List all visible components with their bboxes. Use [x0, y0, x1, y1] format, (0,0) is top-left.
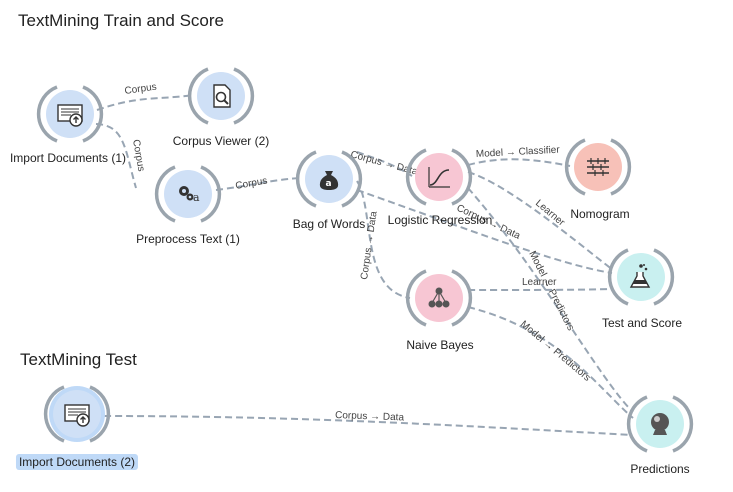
- node-label[interactable]: Bag of Words: [292, 217, 366, 231]
- link-label: Learner: [522, 277, 557, 288]
- nomogram-icon[interactable]: [574, 143, 622, 191]
- corpus-viewer-icon[interactable]: [197, 72, 245, 120]
- node-label[interactable]: Import Documents (2): [15, 454, 139, 470]
- link-label: Model → Predictors: [518, 319, 592, 384]
- section-title-train-and-score: TextMining Train and Score: [18, 11, 224, 30]
- node-anchors[interactable]: [625, 389, 695, 459]
- node-anchors[interactable]: [404, 142, 474, 212]
- import-documents-icon[interactable]: [46, 90, 94, 138]
- node-anchors[interactable]: [294, 144, 364, 214]
- link-label: Corpus: [235, 176, 269, 192]
- link-import1-to-preprocess[interactable]: [95, 123, 137, 189]
- node-anchors[interactable]: [153, 159, 223, 229]
- node-label[interactable]: Import Documents (1): [9, 151, 127, 165]
- test-and-score-icon[interactable]: [617, 253, 665, 301]
- link-label: Model → Classifier: [476, 145, 561, 160]
- link-label: Corpus: [130, 139, 146, 173]
- link-preprocess-to-bow[interactable]: [215, 177, 301, 191]
- node-label[interactable]: Naive Bayes: [406, 338, 474, 352]
- node-anchors[interactable]: [35, 79, 105, 149]
- predictions-icon[interactable]: [636, 400, 684, 448]
- link-naivebayes-to-testscore[interactable]: [467, 288, 613, 291]
- link-label: Corpus → Data: [335, 410, 405, 423]
- import-documents-icon[interactable]: [53, 390, 101, 438]
- node-anchors[interactable]: [186, 61, 256, 131]
- link-logreg-to-testscore[interactable]: [467, 171, 614, 271]
- link-import1-to-corpusviewer[interactable]: [96, 94, 194, 111]
- node-label[interactable]: Predictions: [630, 462, 690, 476]
- section-title-test: TextMining Test: [20, 350, 137, 369]
- preprocess-text-icon[interactable]: a: [164, 170, 212, 218]
- logistic-regression-icon[interactable]: [415, 153, 463, 201]
- link-logreg-to-nomogram[interactable]: [467, 158, 571, 167]
- node-label[interactable]: Logistic Regression: [387, 213, 493, 227]
- svg-text:a: a: [193, 191, 200, 204]
- node-anchors[interactable]: [42, 379, 112, 449]
- link-bow-to-naivebayes[interactable]: [356, 180, 411, 299]
- bag-of-words-icon[interactable]: a: [305, 155, 353, 203]
- node-label[interactable]: Preprocess Text (1): [136, 232, 240, 246]
- node-label[interactable]: Corpus Viewer (2): [172, 134, 270, 148]
- node-label[interactable]: Nomogram: [570, 207, 630, 221]
- svg-text:a: a: [326, 179, 332, 189]
- node-label[interactable]: Test and Score: [601, 316, 683, 330]
- link-bow-to-testscore[interactable]: [356, 189, 613, 274]
- link-import2-to-predictions[interactable]: [103, 415, 633, 436]
- node-anchors[interactable]: [563, 132, 633, 202]
- link-logreg-to-predictions[interactable]: [467, 187, 634, 413]
- naive-bayes-icon[interactable]: [415, 274, 463, 322]
- node-anchors[interactable]: [606, 242, 676, 312]
- link-label: Corpus: [124, 82, 157, 97]
- link-label: Model → Predictors: [526, 249, 576, 332]
- node-anchors[interactable]: [404, 263, 474, 333]
